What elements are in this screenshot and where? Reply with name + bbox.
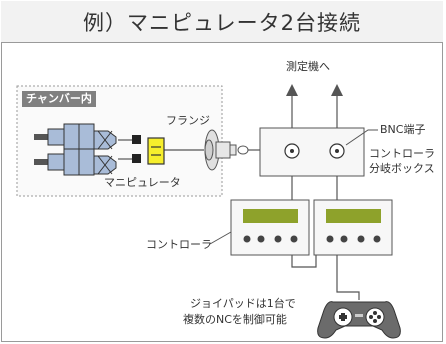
- flange: [204, 129, 249, 171]
- branch-box: [259, 127, 365, 177]
- arrow-up-left-icon: [286, 84, 298, 96]
- controller-leader-line: [209, 231, 232, 245]
- bnc-terminal-left-icon: [284, 143, 300, 159]
- manipulator-1: [34, 123, 117, 151]
- cable-plug-1: [132, 135, 141, 144]
- arrow-up-right-icon: [331, 84, 343, 96]
- joypad-note-line2: 複数のNCを制御可能: [183, 313, 287, 326]
- bnc-leader-line: [345, 129, 378, 146]
- bnc-label: BNC端子: [380, 123, 426, 136]
- flange-label: フランジ: [166, 114, 210, 127]
- gamepad-icon: [317, 301, 401, 339]
- chamber-label: チャンバー内: [22, 91, 96, 107]
- manipulator-label: マニピュレータ: [104, 176, 181, 189]
- manipulator-2: [34, 148, 117, 176]
- diagram-title: 例）マニピュレータ2台接続: [1, 1, 443, 43]
- controller-1: [230, 199, 310, 256]
- joypad-note-line1: ジョイパッドは1台で: [190, 297, 296, 310]
- instrument-label: 測定機へ: [286, 60, 330, 73]
- bnc-terminal-right-icon: [329, 143, 345, 159]
- branch-box-label-line1: コントローラ: [369, 147, 435, 160]
- controller-label: コントローラ: [146, 238, 212, 251]
- branch-box-label-line2: 分岐ボックス: [369, 162, 435, 175]
- controller-2: [313, 199, 393, 256]
- cable-plug-2: [132, 154, 141, 163]
- feedthrough-connector: [147, 137, 165, 165]
